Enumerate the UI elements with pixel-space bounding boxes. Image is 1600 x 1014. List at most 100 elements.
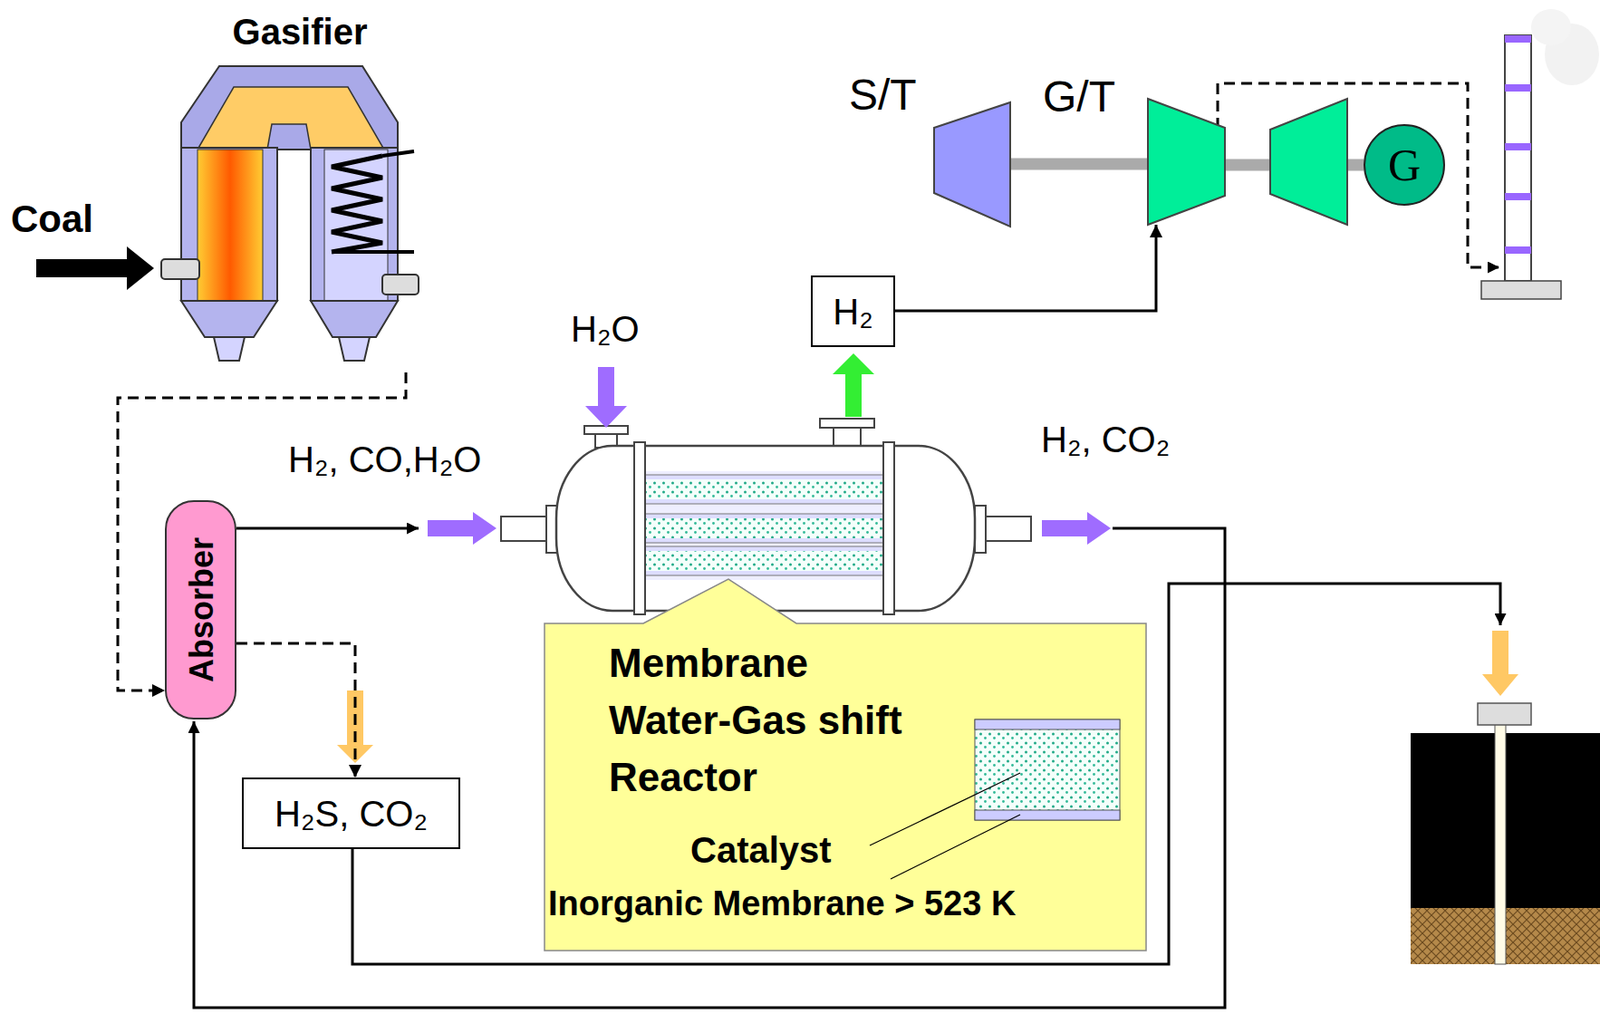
drawing-part bbox=[1481, 280, 1562, 299]
drawing-part bbox=[1504, 192, 1532, 201]
drawing-part bbox=[645, 479, 884, 500]
text-holder: Gasifier bbox=[181, 10, 419, 53]
flow-label: Coal bbox=[10, 197, 94, 241]
drawing-part bbox=[310, 300, 398, 338]
node-text: Inorganic Membrane > 523 K bbox=[548, 883, 1016, 924]
drawing-part bbox=[1504, 84, 1532, 92]
stack bbox=[1481, 9, 1600, 299]
drawing-part bbox=[213, 337, 245, 361]
flow-label: H₂, CO₂ bbox=[1040, 418, 1170, 461]
compressor-shape bbox=[1270, 98, 1348, 225]
drawing-part bbox=[338, 337, 370, 361]
drawing-part bbox=[1494, 715, 1506, 964]
drawing-part bbox=[1531, 9, 1572, 46]
drawing-part bbox=[974, 505, 986, 553]
text-holder: Membrane Water-Gas shift Reactor bbox=[608, 634, 922, 806]
reactor-callout: Membrane Water-Gas shift ReactorCatalyst… bbox=[543, 622, 1147, 952]
leader-line bbox=[869, 772, 1021, 846]
label-holder: H₂, CO,H₂O bbox=[288, 438, 482, 481]
node-text: H₂S, CO₂ bbox=[274, 792, 428, 835]
steam-turbine-outline bbox=[934, 102, 1011, 227]
drawing-part bbox=[883, 442, 895, 615]
flow-connector bbox=[895, 224, 1157, 311]
drawing-part bbox=[1504, 143, 1532, 151]
hydrogen-outlet-arrow bbox=[832, 353, 875, 417]
drawing-part bbox=[161, 259, 200, 280]
text-holder: H₂ bbox=[832, 290, 873, 333]
gasifier: Gasifier bbox=[181, 7, 419, 373]
gas-turbine-outline bbox=[1147, 98, 1225, 225]
text-holder: Absorber bbox=[182, 537, 220, 683]
drawing-part bbox=[634, 442, 646, 615]
drawing-part bbox=[181, 66, 398, 150]
label-holder: H₂, CO₂ bbox=[1040, 418, 1170, 461]
membrane-layer bbox=[974, 809, 1120, 820]
node-text: Gasifier bbox=[181, 10, 419, 53]
feed-line bbox=[236, 527, 419, 531]
water-inlet-arrow bbox=[585, 366, 627, 428]
drawing-part bbox=[1477, 703, 1532, 725]
flow-label: H₂O bbox=[570, 308, 640, 350]
node-text: Catalyst bbox=[690, 828, 832, 871]
turbine-shape bbox=[1147, 98, 1225, 225]
flow-arrow bbox=[1041, 511, 1111, 545]
exhaust-line bbox=[1217, 83, 1500, 268]
node-text: S/T bbox=[848, 69, 917, 120]
text-holder: S/T bbox=[848, 69, 917, 120]
node-text: G bbox=[1387, 139, 1421, 192]
drawing-part bbox=[181, 300, 278, 338]
drawing-part bbox=[331, 250, 415, 254]
drawing-part bbox=[645, 471, 884, 580]
drawing-part bbox=[382, 274, 419, 295]
steam-turbine: S/T bbox=[934, 102, 1011, 227]
flow-connector bbox=[236, 643, 356, 778]
node-text: G/T bbox=[1042, 71, 1116, 122]
membrane-inset bbox=[974, 719, 1120, 820]
gas-turbine: G/T bbox=[1147, 98, 1225, 225]
drawing-part bbox=[645, 513, 884, 543]
turbine-shape bbox=[934, 102, 1011, 227]
drawing-part bbox=[197, 86, 385, 150]
text-holder: G/T bbox=[1042, 71, 1116, 122]
leader-line bbox=[890, 814, 1021, 879]
drawing-part bbox=[382, 151, 415, 156]
drawing-part bbox=[1504, 35, 1532, 281]
node-text: Absorber bbox=[182, 537, 220, 683]
drawing-part bbox=[819, 418, 875, 428]
generator-circle: G bbox=[1363, 124, 1446, 206]
drawing-part bbox=[645, 518, 884, 539]
drawing-part bbox=[1504, 246, 1532, 254]
drawing-part bbox=[833, 425, 861, 448]
text-holder: Inorganic Membrane > 523 K bbox=[548, 883, 1016, 924]
catalyst-layer bbox=[974, 719, 1120, 820]
label-holder: H₂O bbox=[570, 308, 640, 350]
gas-box: H₂S, CO₂ bbox=[241, 777, 461, 849]
recycle-line bbox=[193, 528, 1225, 1008]
text-holder: H₂S, CO₂ bbox=[274, 792, 428, 835]
text-holder: G bbox=[1387, 139, 1421, 192]
drawing-part bbox=[645, 546, 884, 576]
absorber-column: Absorber bbox=[164, 500, 237, 720]
coal-feed-arrow bbox=[36, 246, 155, 290]
flow-arrow bbox=[427, 511, 497, 545]
callout-box bbox=[544, 578, 1147, 951]
shaft-line bbox=[1010, 158, 1148, 171]
label-holder: Coal bbox=[10, 197, 94, 241]
drawing-part bbox=[331, 155, 383, 252]
flow-label: H₂, CO,H₂O bbox=[288, 438, 482, 481]
text-holder: Catalyst bbox=[690, 828, 832, 871]
drawing-part bbox=[1504, 35, 1532, 43]
gasifier-drawing bbox=[161, 66, 419, 361]
drawing-part bbox=[556, 445, 975, 611]
node-text: H₂ bbox=[832, 290, 873, 333]
membrane-layer bbox=[974, 719, 1120, 730]
underground-storage bbox=[1410, 703, 1600, 964]
drawing-part bbox=[645, 474, 884, 504]
hydrogen-box: H₂ bbox=[810, 275, 896, 347]
reactor-vessel bbox=[501, 418, 1032, 615]
node-text: Membrane Water-Gas shift Reactor bbox=[608, 634, 922, 806]
drawing-part bbox=[324, 149, 388, 301]
drawing-part bbox=[645, 550, 884, 571]
flow-arrow bbox=[1482, 630, 1519, 696]
